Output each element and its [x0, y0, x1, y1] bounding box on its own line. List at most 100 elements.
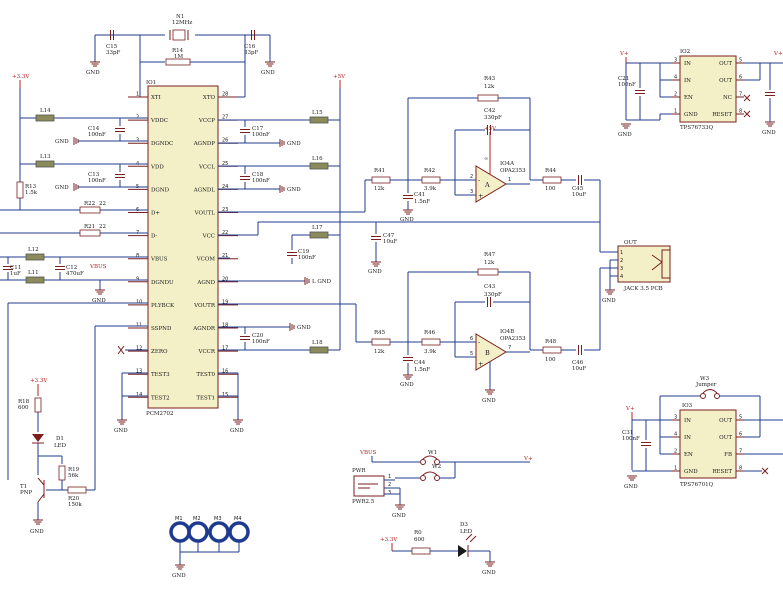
pin-label: 1	[508, 177, 511, 183]
pcm-right-circuit: +5V L15 C17 100nF GND L16 C18 100nF GND	[218, 74, 600, 434]
pin-number: 18	[222, 323, 228, 329]
pin-number: 8	[739, 109, 742, 115]
l16-ref: L16	[312, 156, 323, 162]
infinity-label: ∞	[484, 156, 488, 162]
r42-ref: R42	[424, 168, 435, 174]
c14-value: 100nF	[88, 132, 106, 138]
r47-ref: R47	[484, 252, 496, 258]
jack-value: JACK 3.5 PCB	[623, 286, 663, 292]
pin-name: NC	[723, 95, 732, 101]
r20-value: 150k	[68, 502, 82, 508]
pin-name: VDD	[150, 164, 164, 170]
c11-ref: C11	[10, 265, 21, 271]
c15-ref: C15	[106, 44, 118, 50]
pin-number: 25	[222, 161, 228, 167]
r45-value: 12k	[374, 349, 385, 355]
crystal-section: N1 12MHz C15 33pF C16 33pF R14 1M GND GN…	[86, 14, 276, 98]
v33-label: +3.3V	[12, 74, 30, 80]
pin-label: 3	[470, 189, 473, 195]
inductor-l15	[309, 116, 329, 124]
pin-name: D+	[151, 211, 160, 217]
r44-ref: R44	[545, 168, 557, 174]
r21-value: 22	[99, 224, 106, 230]
io2-value: TPS76733Q	[680, 125, 714, 131]
pin-name: EN	[684, 452, 693, 458]
c44-ref: C44	[414, 360, 426, 366]
pin-minus-label: -	[478, 338, 480, 346]
gnd-label: GND	[230, 428, 244, 434]
pin-number: 6	[739, 432, 742, 438]
c46-ref: C46	[572, 360, 584, 366]
opamp-a-section: R41 12k R42 3.9k GND R43 12k C42 330pF C…	[364, 76, 601, 252]
power-led-section: +3.3V R0 600 D3 LED GND	[380, 522, 496, 576]
mounting-hole-m1-icon	[169, 521, 191, 543]
pin-label: 1	[388, 474, 391, 480]
c47-ref: C47	[383, 233, 395, 239]
inductor-l14	[35, 114, 55, 122]
pin-name: OUT	[719, 435, 732, 441]
pin-number: 16	[222, 369, 228, 375]
c16-ref: C16	[244, 44, 256, 50]
opamp-a-label: A	[484, 181, 490, 189]
mounting-hole-m3-icon	[208, 521, 230, 543]
pin-number: 5	[739, 415, 742, 421]
regulator-io2-section: V+ C21 100nF GND IO2 TPS76733Q 3IN4IN2EN…	[618, 49, 783, 138]
l14-ref: L14	[40, 108, 51, 114]
c41-value: 1.5nF	[414, 199, 430, 205]
pin-number: 17	[222, 346, 228, 352]
c44-value: 1.5nF	[414, 367, 430, 373]
pin-name: VOUTR	[193, 303, 216, 309]
c20-ref: C20	[252, 333, 264, 339]
gnd-label: GND	[762, 130, 776, 136]
r48-ref: R48	[545, 339, 557, 345]
pin-name: RESET	[712, 469, 732, 475]
resistor-r43	[477, 94, 499, 102]
pin-name: IN	[684, 78, 691, 84]
d1-ref: D1	[56, 436, 64, 442]
resistor-r14	[165, 58, 191, 66]
gnd-label: GND	[172, 573, 186, 579]
lgnd-label: L GND	[312, 279, 332, 285]
pin-name: DGNDC	[151, 141, 173, 147]
r21-ref: R21	[84, 224, 95, 230]
power-switch-section: VBUS W1 V+ W2 PWR PWR2.5 1 2 3 GND	[352, 450, 533, 519]
c45-value: 10uF	[572, 192, 587, 198]
r41-ref: R41	[374, 168, 385, 174]
io4a-ref: IO4A	[500, 161, 515, 167]
pin-number: 2	[674, 449, 677, 455]
pin-number: 22	[222, 230, 228, 236]
v5-label: +5V	[484, 126, 497, 132]
w2-ref: W2	[432, 464, 441, 470]
c19-value: 100nF	[298, 255, 316, 261]
pin-name: IN	[684, 418, 691, 424]
pin-number: 21	[222, 253, 228, 259]
pin-number: 19	[222, 299, 228, 305]
pin-name: VBUS	[150, 257, 168, 263]
pin-number: 3	[674, 415, 677, 421]
gnd-label: GND	[400, 382, 414, 388]
d1-value: LED	[54, 443, 67, 449]
resistor-r13	[16, 181, 24, 199]
pin-name: OUT	[719, 418, 732, 424]
pin-name: D-	[151, 234, 158, 240]
opamp-b-icon	[475, 333, 507, 371]
t1-value: PNP	[20, 490, 33, 496]
gnd-label: GND	[297, 325, 311, 331]
pin-name: VDDC	[150, 118, 168, 124]
pin-number: 7	[739, 92, 742, 98]
pin-minus-label: -	[478, 176, 480, 184]
gnd-label: GND	[30, 529, 44, 535]
r48-value: 100	[545, 357, 556, 363]
v33-label: +3.3V	[380, 537, 398, 543]
l18-ref: L18	[312, 340, 323, 346]
pwr-value: PWR2.5	[352, 499, 375, 505]
pin-name: AGND	[196, 280, 215, 286]
power-connector-icon	[353, 475, 385, 497]
r46-ref: R46	[424, 330, 436, 336]
pin-name: VCOM	[196, 257, 216, 263]
resistor-r0	[411, 547, 431, 555]
jack-connector-icon	[617, 245, 671, 283]
c45-ref: C45	[572, 186, 584, 192]
